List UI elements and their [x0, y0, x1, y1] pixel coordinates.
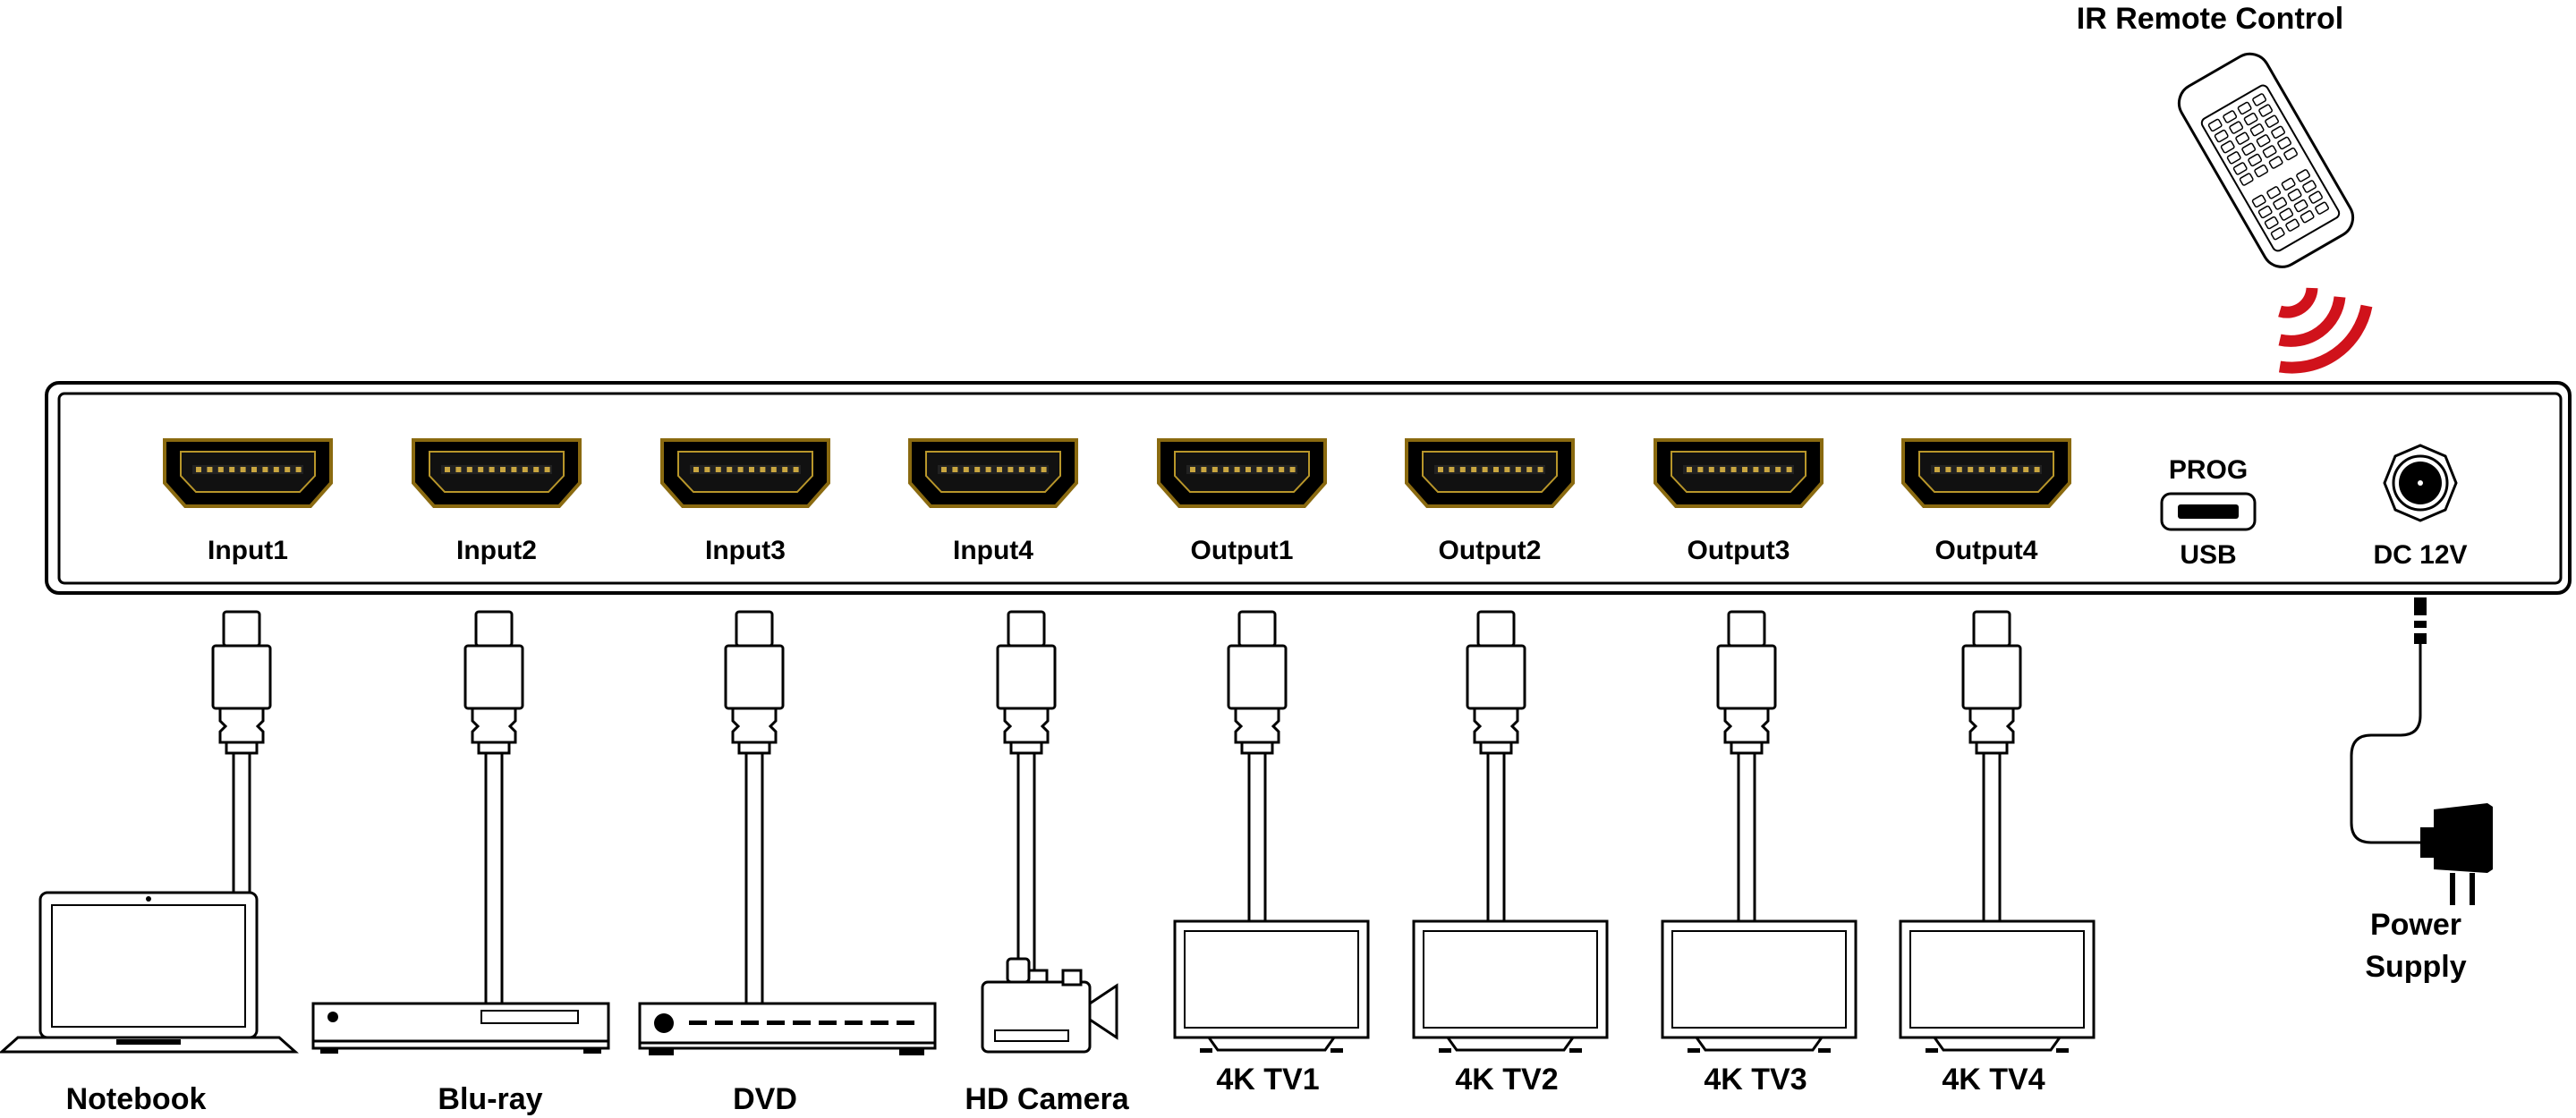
hdmi-cable-5	[1227, 610, 1288, 921]
tv-icon-2: 4K TV2	[1412, 919, 1609, 1097]
bluray-player-icon: Blu-ray	[311, 1002, 610, 1116]
hdmi-port-1[interactable]: Input1	[163, 438, 333, 565]
hdmi-port-3[interactable]: Input3	[660, 438, 830, 565]
port-label-5: Output1	[1191, 536, 1294, 565]
hdmi-port-8[interactable]: Output4	[1901, 438, 2071, 565]
power-supply-label-line2: Supply	[2365, 950, 2466, 984]
source-label-3: DVD	[733, 1082, 797, 1116]
display-label-2: 4K TV2	[1455, 1063, 1558, 1097]
ir-remote-label: IR Remote Control	[2077, 2, 2343, 36]
hdmi-port-5[interactable]: Output1	[1157, 438, 1327, 565]
dc-12v-label: DC 12V	[2373, 540, 2467, 570]
hdmi-cable-4	[996, 610, 1057, 970]
port-label-2: Input2	[456, 536, 537, 565]
ir-signal-icon	[2278, 287, 2373, 374]
hdmi-cable-2	[463, 610, 524, 1006]
hdmi-port-7[interactable]: Output3	[1654, 438, 1824, 565]
port-label-3: Input3	[705, 536, 786, 565]
display-label-4: 4K TV4	[1942, 1063, 2045, 1097]
usb-port[interactable]: PROG USB	[2160, 455, 2257, 570]
port-label-4: Input4	[953, 536, 1033, 565]
dc-power-jack[interactable]: DC 12V	[2373, 444, 2468, 570]
usb-label: USB	[2180, 540, 2236, 570]
display-label-1: 4K TV1	[1216, 1063, 1319, 1097]
usb-prog-label: PROG	[2169, 455, 2248, 485]
hdmi-cable-1	[211, 610, 272, 894]
source-label-4: HD Camera	[965, 1082, 1129, 1116]
hdmi-cable-6	[1466, 610, 1526, 921]
laptop-icon: Notebook	[0, 891, 299, 1116]
source-label-1: Notebook	[66, 1082, 207, 1116]
port-label-6: Output2	[1439, 536, 1542, 565]
hdmi-port-4[interactable]: Input4	[908, 438, 1078, 565]
port-label-8: Output4	[1935, 536, 2038, 565]
tv-icon-1: 4K TV1	[1173, 919, 1370, 1097]
hdmi-cable-7	[1716, 610, 1777, 921]
video-camera-icon: HD Camera	[965, 957, 1130, 1116]
hdmi-port-6[interactable]: Output2	[1405, 438, 1575, 565]
source-label-2: Blu-ray	[438, 1082, 542, 1116]
dvd-player-icon: DVD	[638, 1002, 937, 1116]
power-adapter-icon	[2420, 803, 2493, 905]
power-cable	[2350, 597, 2434, 844]
hdmi-cable-3	[724, 610, 785, 1006]
display-label-3: 4K TV3	[1704, 1063, 1807, 1097]
ir-remote-icon	[2177, 52, 2355, 268]
tv-icon-4: 4K TV4	[1899, 919, 2096, 1097]
port-label-1: Input1	[208, 536, 288, 565]
power-supply-label-line1: Power	[2370, 908, 2461, 942]
tv-icon-3: 4K TV3	[1661, 919, 1858, 1097]
hdmi-port-2[interactable]: Input2	[412, 438, 582, 565]
port-label-7: Output3	[1688, 536, 1790, 565]
hdmi-cable-8	[1961, 610, 2022, 921]
